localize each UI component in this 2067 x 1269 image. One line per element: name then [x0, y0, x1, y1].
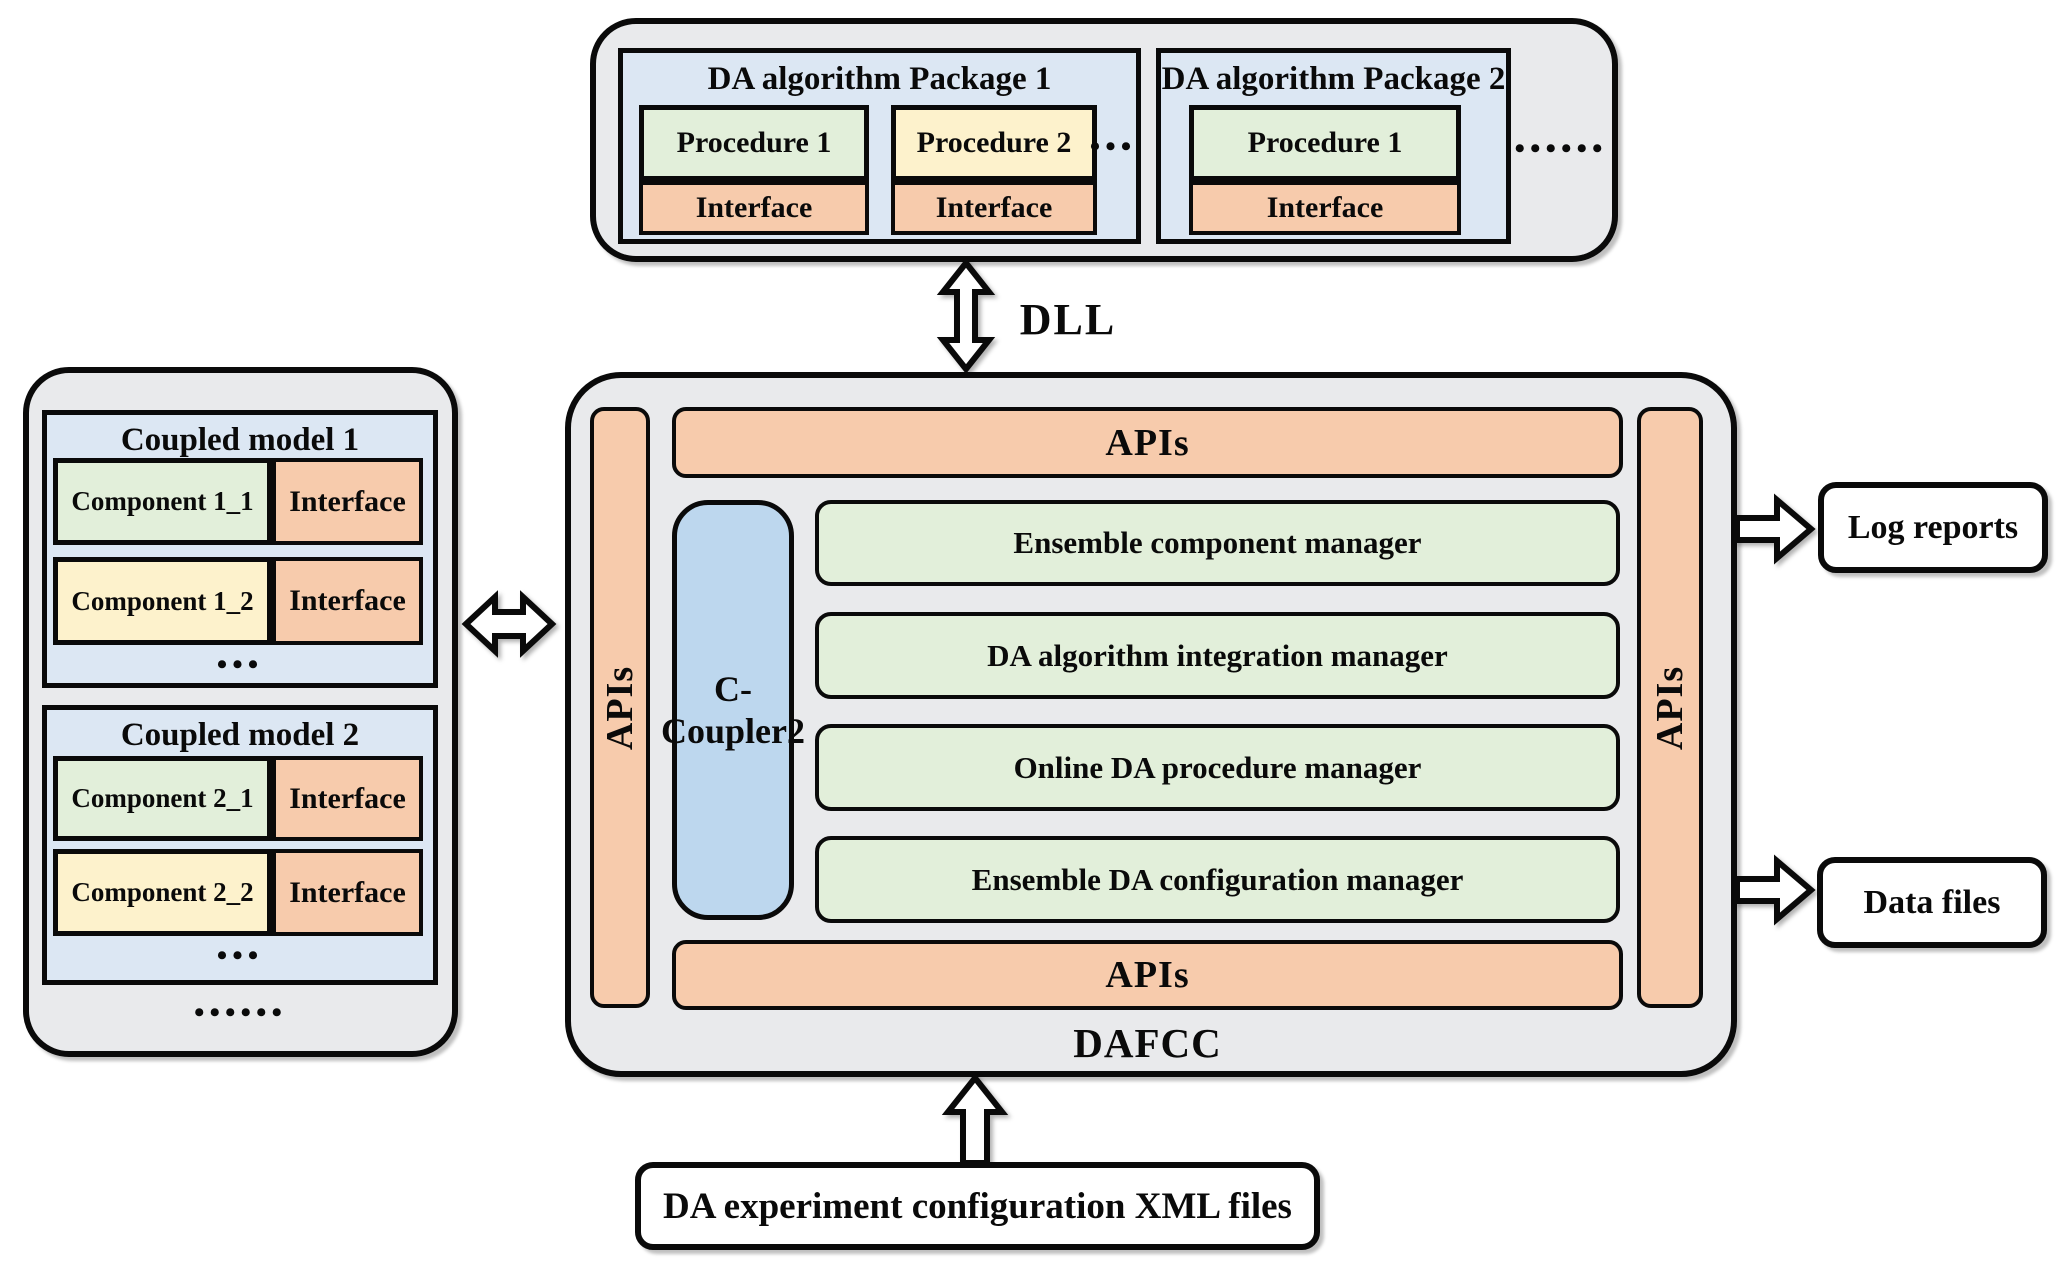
log-reports-arrow-icon [1734, 493, 1816, 565]
coupled-model-1-panel: Coupled model 1 Component 1_1 Interface … [42, 410, 438, 688]
dll-double-arrow-icon [936, 258, 996, 374]
dafcc-container: APIs APIs APIs APIs C-Coupler2 Ensemble … [565, 372, 1737, 1077]
coupled-model-1-title: Coupled model 1 [120, 421, 360, 458]
interface-box: Interface [1189, 181, 1461, 235]
models-dafcc-double-arrow-icon [461, 590, 557, 658]
da-algorithm-integration-manager-box: DA algorithm integration manager [815, 612, 1620, 699]
procedure-1-box: Procedure 1 [639, 105, 869, 181]
xml-input-arrow-icon [941, 1073, 1009, 1166]
interface-box: Interface [891, 181, 1097, 235]
coupled-models-container: Coupled model 1 Component 1_1 Interface … [23, 367, 458, 1057]
da-package-1-title: DA algorithm Package 1 [707, 60, 1052, 97]
data-files-arrow-icon [1734, 854, 1816, 926]
ensemble-component-manager-box: Ensemble component manager [815, 500, 1620, 586]
interface-box: Interface [272, 557, 423, 645]
interface-box: Interface [272, 849, 423, 936]
component-2-1-box: Component 2_1 [53, 756, 272, 841]
da-package-2-panel: DA algorithm Package 2 Procedure 1 Inter… [1156, 48, 1511, 244]
more-models-ellipsis: •••••• [193, 996, 288, 1029]
procedure-1-box: Procedure 1 [1189, 105, 1461, 181]
c-coupler2-box: C-Coupler2 [661, 500, 805, 920]
component-1-1-box: Component 1_1 [53, 458, 272, 545]
apis-right-bar: APIs [1637, 407, 1703, 1008]
xml-config-files-box: DA experiment configuration XML files [635, 1162, 1320, 1250]
dafcc-label: DAFCC [1073, 1020, 1222, 1066]
da-packages-container: DA algorithm Package 1 Procedure 1 Inter… [590, 18, 1618, 262]
procedure-2-box: Procedure 2 [891, 105, 1097, 181]
data-files-box: Data files [1817, 857, 2047, 948]
interface-box: Interface [639, 181, 869, 235]
component-1-2-box: Component 1_2 [53, 557, 272, 645]
coupled-model-2-panel: Coupled model 2 Component 2_1 Interface … [42, 705, 438, 985]
more-components-ellipsis: ••• [216, 939, 264, 972]
more-components-ellipsis: ••• [216, 648, 264, 681]
log-reports-box: Log reports [1818, 482, 2048, 573]
apis-bottom-bar: APIs [672, 940, 1623, 1010]
more-packages-ellipsis: •••••• [1514, 132, 1608, 165]
da-package-2-title: DA algorithm Package 2 [1161, 60, 1506, 97]
ensemble-da-configuration-manager-box: Ensemble DA configuration manager [815, 836, 1620, 923]
apis-right-label: APIs [1649, 665, 1692, 750]
apis-left-label: APIs [599, 665, 642, 750]
interface-box: Interface [272, 756, 423, 841]
more-procedures-ellipsis: ••• [1089, 130, 1137, 163]
apis-left-bar: APIs [590, 407, 650, 1008]
da-package-1-panel: DA algorithm Package 1 Procedure 1 Inter… [618, 48, 1141, 244]
component-2-2-box: Component 2_2 [53, 849, 272, 936]
online-da-procedure-manager-box: Online DA procedure manager [815, 724, 1620, 811]
coupled-model-2-title: Coupled model 2 [120, 716, 360, 753]
dll-label: DLL [1019, 294, 1117, 344]
interface-box: Interface [272, 458, 423, 545]
apis-top-bar: APIs [672, 407, 1623, 478]
